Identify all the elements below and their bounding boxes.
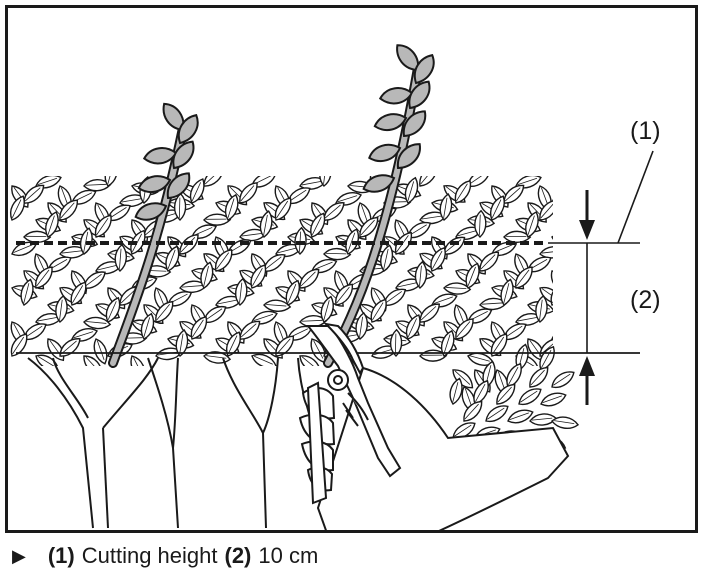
hand-with-secateurs [298,322,570,530]
shoot-left [108,101,206,368]
dimension-marker [579,190,595,405]
hedge-cutting-illustration: (1) (2) [5,5,698,533]
hedge-trunks [27,357,314,529]
callout-2-label: (2) [630,286,661,314]
figure-caption: ▶ (1) Cutting height (2) 10 cm [8,540,318,572]
caption-item-2-number: (2) [224,543,252,568]
callout-1-leader [617,150,654,244]
callout-1-label: (1) [630,117,661,145]
caption-item-1-text: Cutting height [81,543,218,568]
triangle-right-icon: ▶ [12,545,26,566]
hedge-leaves [8,176,553,366]
hedge-drawing [8,41,654,530]
caption-item-2-text: 10 cm [258,543,319,568]
caption-item-1-number: (1) [47,543,75,568]
